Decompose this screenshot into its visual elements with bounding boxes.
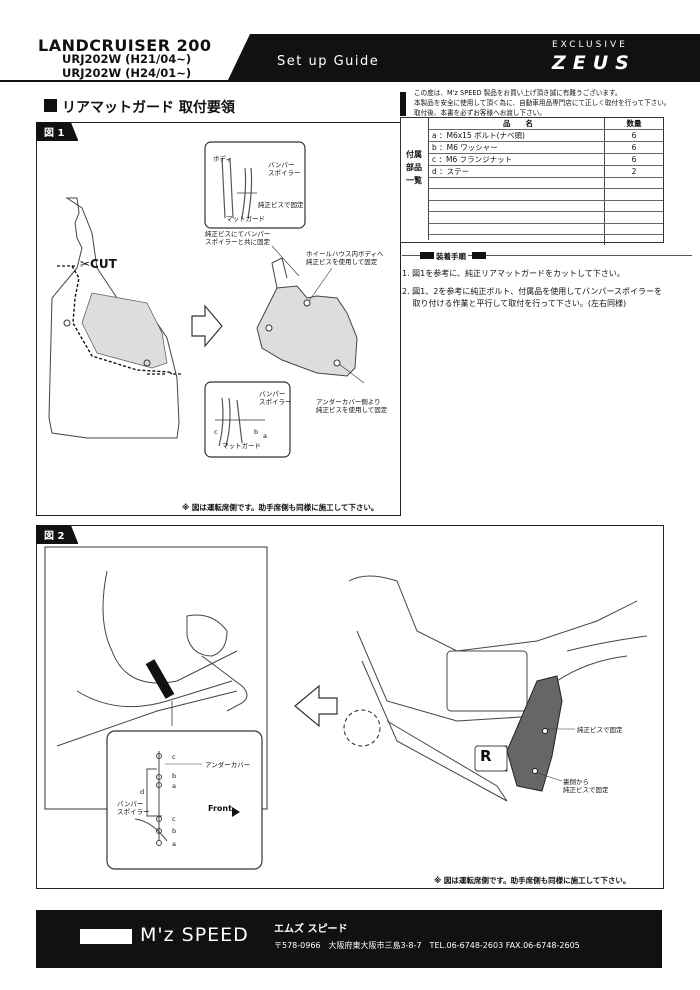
notice-line: この度は、M'z SPEED 製品をお買い上げ頂き誠に有難うございます。: [414, 89, 622, 97]
parts-row-name: [428, 234, 605, 245]
parts-row-name: c ：M6 フランジナット: [428, 153, 605, 166]
notice-line: 本製品を安全に使用して頂く為に、自動車用品専門店にて正しく取付を行って下さい。: [414, 99, 671, 107]
parts-header-qty: 数量: [604, 118, 663, 130]
header-band: [228, 34, 700, 80]
parts-row-name: b ：M6 ワッシャー: [428, 141, 605, 154]
label-undercover: アンダーカバー側より 純正ビスを使用して固定: [316, 398, 388, 414]
step-line: 2. 図1、2を参考に純正ボルト、付属品を使用してバンパースポイラーを: [402, 287, 662, 296]
label-c: c: [214, 428, 218, 436]
model-code-1: URJ202W (H21/04~): [62, 52, 192, 66]
cut-region-shade: [81, 292, 168, 369]
label-undercover: アンダーカバー: [205, 761, 251, 769]
parts-row-name: [428, 211, 605, 224]
label-bumper-spoiler: バンパー スポイラー: [268, 161, 301, 177]
label-genuine-screw: 純正ビスで固定: [258, 201, 304, 209]
company-name: エムズ スピード: [274, 924, 348, 935]
label-c1: c: [172, 753, 176, 761]
title-bullet: [44, 99, 57, 112]
label-from-back: 裏側から 純正ビスで固定: [563, 778, 609, 794]
parts-row-name: [428, 223, 605, 235]
mudguard-fitted: [506, 675, 563, 792]
cut-mudguard: [256, 257, 358, 377]
label-b2: b: [172, 827, 177, 835]
footer-logo: M'z SPEED: [140, 924, 249, 946]
notice-text: この度は、M'z SPEED 製品をお買い上げ頂き誠に有難うございます。 本製品…: [414, 88, 694, 118]
label-b1: b: [172, 772, 177, 780]
parts-row-qty: [604, 188, 663, 201]
parts-side-label: 付属部品一覧: [406, 150, 422, 185]
arrow-icon: [191, 304, 223, 348]
figure-2-note: ※ 図は運転席側です。助手席側も同様に施工して下さい。: [434, 876, 631, 885]
parts-row-qty: [604, 211, 663, 224]
label-c2: c: [172, 815, 176, 823]
header-divider: [0, 80, 700, 82]
parts-row-qty: 6: [604, 153, 663, 166]
parts-row-name: a ：M6x15 ボルト(ナベ頭): [428, 129, 605, 142]
footer-logo-mark: [80, 929, 132, 944]
parts-row-qty: [604, 200, 663, 213]
parts-header-name: 品 名: [428, 118, 605, 130]
exploded-view-box: [106, 730, 263, 870]
detail-circle: [343, 709, 381, 747]
parts-row-name: d ：ステー: [428, 165, 605, 178]
cut-label: ✂CUT: [80, 257, 117, 271]
parts-row-qty: [604, 223, 663, 235]
figure-2-drawing: [44, 546, 648, 870]
label-bumper-spoiler: バンパー スポイラー: [117, 800, 150, 816]
procedure-steps: 1. 図1を参考に、純正リアマットガードをカットして下さい。 2. 図1、2を参…: [402, 268, 692, 310]
figure-1-drawing: [48, 141, 365, 458]
step-line: 1. 図1を参考に、純正リアマットガードをカットして下さい。: [402, 269, 625, 278]
notice-marker: [400, 92, 406, 116]
parts-row-qty: 6: [604, 141, 663, 154]
model-code-2: URJ202W (H24/01~): [62, 66, 192, 80]
front-arrow-icon: [232, 807, 240, 817]
page-title: リアマットガード 取付要領: [62, 100, 235, 116]
label-bumper-spoiler-2: バンパー スポイラー: [259, 390, 292, 406]
parts-side-column: [401, 118, 429, 240]
procedure-heading: 装着手順: [434, 251, 468, 262]
parts-row-qty: [604, 234, 663, 246]
figure-1-note: ※ 図は運転席側です。助手席側も同様に施工して下さい。: [182, 503, 379, 512]
parts-row-name: [428, 177, 605, 190]
detail-box-bottom: [204, 381, 291, 458]
company-address: 〒578-0966 大阪府東大阪市三島3-8-7 TEL.06-6748-260…: [274, 941, 580, 950]
r-mark: R: [480, 747, 492, 765]
label-screw-together: 純正ビスにてバンパー スポイラーと共に固定: [205, 230, 271, 246]
label-a1: a: [172, 782, 176, 790]
label-wheelhouse: ホイールハウス内ボディへ 純正ビスを使用して固定: [306, 250, 384, 266]
footer-band: [36, 910, 662, 968]
label-body: ボディ: [213, 155, 233, 163]
step-line: 取り付ける作業と平行して取付を行って下さい。(左右同様): [402, 299, 627, 308]
setup-guide-title: Set up Guide: [277, 54, 380, 69]
arrow-icon: [294, 684, 338, 728]
parts-row-qty: [604, 177, 663, 190]
parts-row-name: [428, 200, 605, 213]
label-b: b: [254, 428, 259, 436]
figure-1-tab: 図 1: [36, 122, 79, 141]
original-mudguard: [48, 197, 180, 439]
figure-2-tab: 図 2: [36, 525, 79, 544]
label-d: d: [140, 788, 145, 796]
brand-logo: ZEUS: [552, 52, 636, 74]
parts-row-qty: 6: [604, 129, 663, 142]
label-mat-guard: マットガード: [226, 215, 265, 223]
model-name: LANDCRUISER 200: [38, 36, 212, 55]
label-a2: a: [172, 840, 176, 848]
exclusive-label: EXCLUSIVE: [552, 40, 628, 50]
procedure-heading-bar: [402, 252, 692, 259]
label-genuine-screw: 純正ビスで固定: [577, 726, 623, 734]
parts-row-qty: 2: [604, 165, 663, 178]
parts-row-name: [428, 188, 605, 201]
notice-line: 取付後、本書を必ずお客様へお渡し下さい。: [414, 109, 546, 117]
label-front: Front: [208, 804, 232, 813]
label-mat-guard-2: マットガード: [222, 442, 261, 450]
label-a: a: [263, 432, 267, 440]
